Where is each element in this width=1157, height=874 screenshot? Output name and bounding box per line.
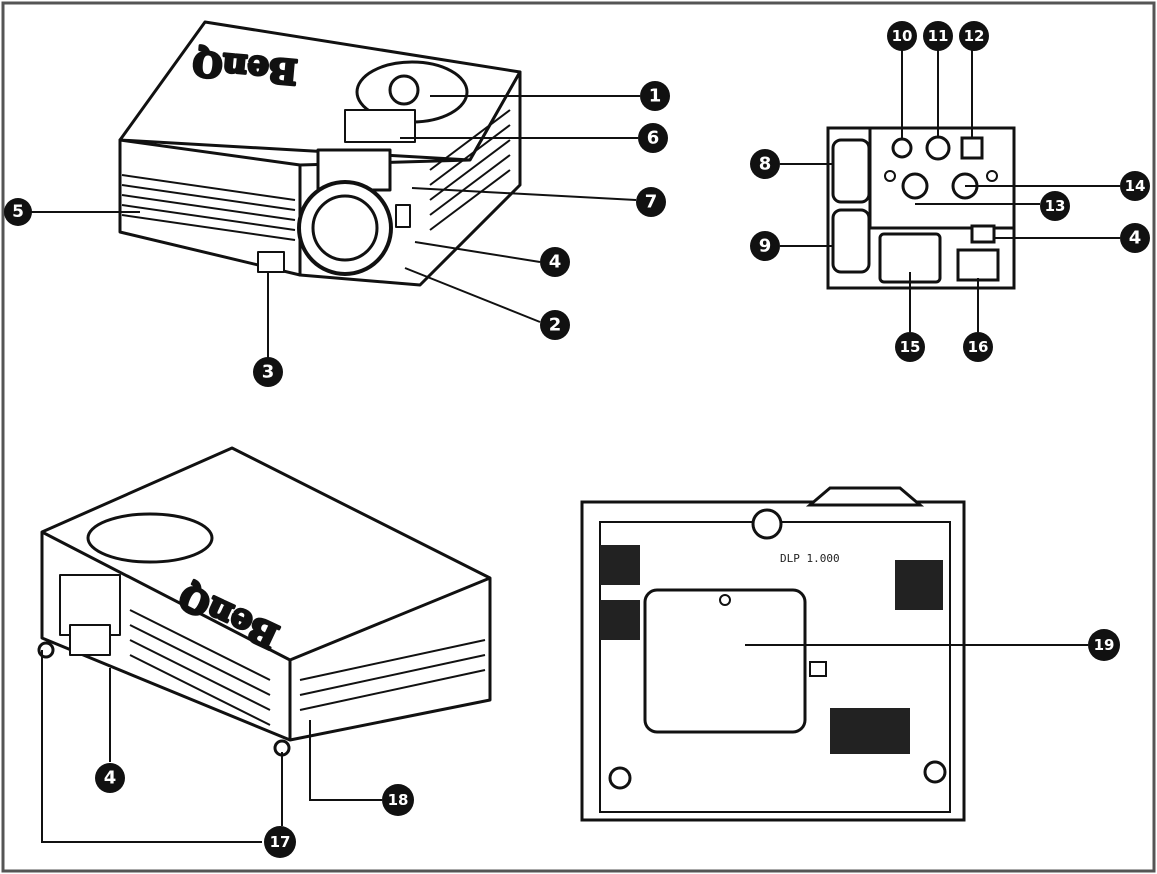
callout-11: 11 — [923, 21, 953, 51]
bottom-view: DLP 1.000 — [580, 486, 966, 822]
front-view: BenQ — [118, 20, 522, 287]
callout-1: 1 — [640, 81, 670, 111]
callout-17: 17 — [264, 826, 296, 858]
vga-port-1 — [831, 138, 871, 204]
callout-7: 7 — [636, 187, 666, 217]
ir-sensor — [395, 204, 411, 228]
svg-text:17: 17 — [270, 833, 291, 851]
svg-text:18: 18 — [388, 791, 409, 809]
svg-text:5: 5 — [12, 202, 24, 222]
callout-3: 3 — [253, 357, 283, 387]
control-dpad — [388, 74, 420, 106]
audio-port — [891, 137, 913, 159]
svg-text:13: 13 — [1045, 197, 1066, 215]
screw-1 — [884, 170, 896, 182]
bottom-foot-left — [608, 766, 632, 790]
vga-port-2 — [831, 208, 871, 274]
svg-text:4: 4 — [1129, 228, 1142, 249]
svg-text:3: 3 — [262, 362, 275, 383]
svg-text:1: 1 — [649, 86, 662, 107]
svg-text:12: 12 — [964, 27, 985, 45]
leader-17a — [41, 650, 262, 843]
brand-logo-front: BenQ — [191, 42, 299, 91]
lamp-cover-tab — [809, 661, 827, 677]
svg-text:4: 4 — [549, 252, 562, 273]
rear-control-panel — [86, 512, 214, 564]
bottom-front-foot — [751, 508, 783, 540]
callouts: 1 2 3 4 4 4 5 6 7 8 9 10 11 12 13 14 15 … — [4, 21, 1150, 858]
screw-2 — [986, 170, 998, 182]
bottom-lens-bulge — [805, 486, 925, 507]
callout-15: 15 — [895, 332, 925, 362]
bottom-foot-right — [923, 760, 947, 784]
svg-text:19: 19 — [1094, 636, 1115, 654]
callout-19: 19 — [1088, 629, 1120, 661]
callout-10: 10 — [887, 21, 917, 51]
svideo-port — [925, 135, 951, 161]
svg-text:11: 11 — [928, 27, 949, 45]
callout-18: 18 — [382, 784, 414, 816]
svg-text:9: 9 — [759, 236, 772, 257]
callout-12: 12 — [959, 21, 989, 51]
svg-text:7: 7 — [645, 192, 658, 213]
callout-4c: 4 — [95, 763, 125, 793]
bottom-vents — [600, 545, 943, 754]
leader-4a — [414, 241, 541, 263]
lamp-screw — [719, 594, 731, 606]
lamp-cover — [643, 588, 807, 734]
svg-text:4: 4 — [104, 768, 117, 789]
side-vents — [129, 609, 486, 726]
callout-16: 16 — [963, 332, 993, 362]
callout-4b: 4 — [1120, 223, 1150, 253]
callout-9: 9 — [750, 231, 780, 261]
bottom-model-label: DLP 1.000 — [780, 552, 840, 565]
lens-inner — [311, 194, 379, 262]
front-foot — [257, 251, 285, 273]
svg-text:16: 16 — [968, 338, 989, 356]
speaker-grille — [344, 109, 416, 143]
rear-panel-view — [826, 126, 1016, 290]
svg-text:10: 10 — [892, 27, 913, 45]
svg-text:8: 8 — [759, 154, 772, 175]
svg-text:15: 15 — [900, 338, 921, 356]
leader-lines — [30, 48, 1120, 843]
leader-18 — [309, 720, 382, 801]
leader-2 — [404, 267, 541, 323]
svg-text:14: 14 — [1125, 177, 1146, 195]
callout-13: 13 — [1040, 191, 1070, 221]
callout-4a: 4 — [540, 247, 570, 277]
leader-7 — [411, 187, 637, 201]
rear-power-socket — [69, 624, 111, 656]
lock-slot — [970, 224, 996, 244]
callout-5: 5 — [4, 198, 32, 226]
callout-2: 2 — [540, 310, 570, 340]
power-switch — [956, 248, 1000, 282]
callout-14: 14 — [1120, 171, 1150, 201]
rear-three-quarter-view: BenQ — [37, 446, 492, 757]
callout-8: 8 — [750, 149, 780, 179]
callout-6: 6 — [638, 123, 668, 153]
svg-text:2: 2 — [549, 315, 562, 336]
usb-port — [960, 136, 984, 160]
svg-text:6: 6 — [647, 128, 660, 149]
control-port-1 — [901, 172, 929, 200]
